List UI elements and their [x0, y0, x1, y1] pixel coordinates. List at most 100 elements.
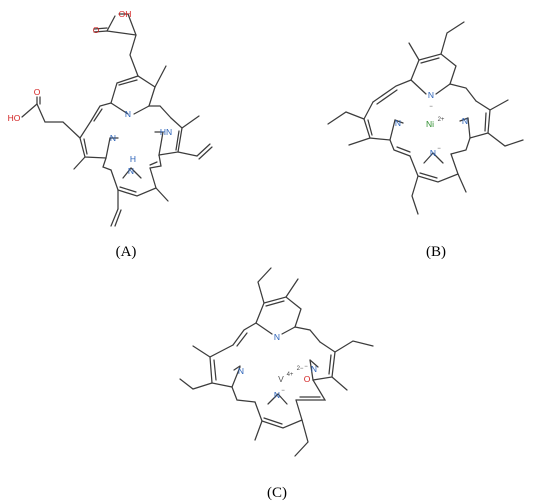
bond [423, 152, 434, 164]
ethyl [327, 111, 365, 125]
double-bond [93, 108, 103, 122]
panel-label-b: (B) [426, 244, 446, 260]
atom-n-top: N [274, 332, 280, 342]
double-bond [419, 172, 438, 179]
carboxyl-bond [21, 103, 38, 118]
double-bond [265, 300, 285, 307]
double-bond [149, 161, 158, 166]
bond [459, 117, 469, 122]
bond [110, 102, 129, 115]
double-bond [263, 417, 283, 425]
methyl [254, 420, 263, 441]
methyl [73, 156, 86, 170]
meso-bridge [90, 102, 112, 122]
ethyl [257, 267, 272, 304]
meso-bridge [372, 79, 412, 103]
bond [432, 152, 444, 164]
double-bond [198, 146, 213, 160]
vinyl-bond [177, 151, 198, 157]
atom-n-bottom: N [430, 148, 436, 158]
bond [122, 167, 132, 179]
atom-n1: N [125, 109, 131, 119]
charge-oxo: 2− [297, 366, 304, 372]
bond [410, 79, 427, 95]
charge-n-right: − [304, 364, 308, 370]
atom-n3: N [110, 133, 116, 143]
atom-n2: HN [160, 127, 172, 137]
methyl [489, 99, 509, 111]
atom-n-left: N [395, 118, 401, 128]
double-bond [396, 146, 411, 153]
ethyl [179, 378, 213, 390]
methyl [348, 137, 371, 146]
bond [281, 326, 296, 335]
meso-bridge [149, 154, 162, 169]
double-bond [114, 209, 122, 227]
bond [106, 30, 137, 36]
meso-bridge [232, 322, 257, 346]
pyrrole-right-b [467, 100, 491, 139]
atom-oxo: O [304, 374, 311, 384]
charge-n-bottom: − [437, 146, 441, 152]
bond [106, 15, 116, 32]
double-bond [376, 89, 398, 105]
methyl [181, 115, 200, 129]
propanoic-chain-top [127, 13, 139, 77]
atom-o-left: O [34, 87, 41, 97]
atom-n-left: N [238, 366, 244, 376]
double-bond [367, 119, 373, 136]
double-bond [328, 354, 332, 375]
bond [130, 167, 142, 179]
structure-a: N HN N H N OH O HO O (A) [8, 9, 213, 260]
panel-label-a: (A) [116, 244, 137, 260]
double-bond [236, 332, 248, 347]
methyl [285, 278, 299, 298]
atom-metal-v: V [278, 374, 284, 384]
charge-metal-ni: 2+ [438, 117, 445, 123]
bond [277, 393, 288, 405]
double-bond [175, 130, 180, 151]
ethyl [411, 175, 419, 215]
charge-metal-v: 4+ [287, 372, 294, 378]
ethyl [334, 340, 374, 353]
structure-b: N − N N N − Ni 2+ (B) [327, 21, 524, 260]
atom-n-top: N [428, 90, 434, 100]
ethyl [487, 132, 524, 147]
pyrrole-bottom-c [254, 399, 303, 429]
charge-n-top: − [429, 104, 433, 110]
atom-n-right: N [462, 116, 468, 126]
charge-n-bottom: − [281, 388, 285, 394]
meso-bridge [295, 379, 327, 401]
atom-n4-n: N [128, 166, 134, 176]
meso-bridge [389, 139, 411, 157]
bond [255, 322, 273, 335]
bond [133, 105, 150, 115]
bond [394, 119, 404, 124]
methyl [155, 187, 169, 202]
pyrrole-top-c [255, 296, 302, 328]
atom-o-top: O [93, 25, 100, 35]
methyl [192, 345, 211, 358]
bond [435, 83, 451, 95]
double-bond [93, 27, 108, 30]
double-bond [83, 138, 88, 155]
meso-bridge [148, 105, 172, 119]
atom-metal-ni: Ni [426, 119, 434, 129]
propanoic-chain-left [36, 103, 81, 139]
pyrrole-bottom-b [409, 153, 459, 183]
double-bond [93, 30, 108, 33]
double-bond [420, 57, 440, 64]
ethyl [294, 419, 309, 457]
methyl [457, 173, 467, 193]
pyrrole-bottom-a [110, 167, 157, 197]
atom-oh-left: HO [8, 113, 21, 123]
vinyl-bond [196, 143, 211, 157]
atom-n4: H [130, 154, 136, 164]
bond [267, 393, 279, 405]
double-bond [484, 112, 487, 132]
atom-oh-top: OH [119, 9, 132, 19]
structure-c: N N N − N − V 4+ O 2− (C) [179, 267, 374, 501]
meso-bridge [450, 137, 471, 155]
meso-bridge [449, 83, 477, 102]
